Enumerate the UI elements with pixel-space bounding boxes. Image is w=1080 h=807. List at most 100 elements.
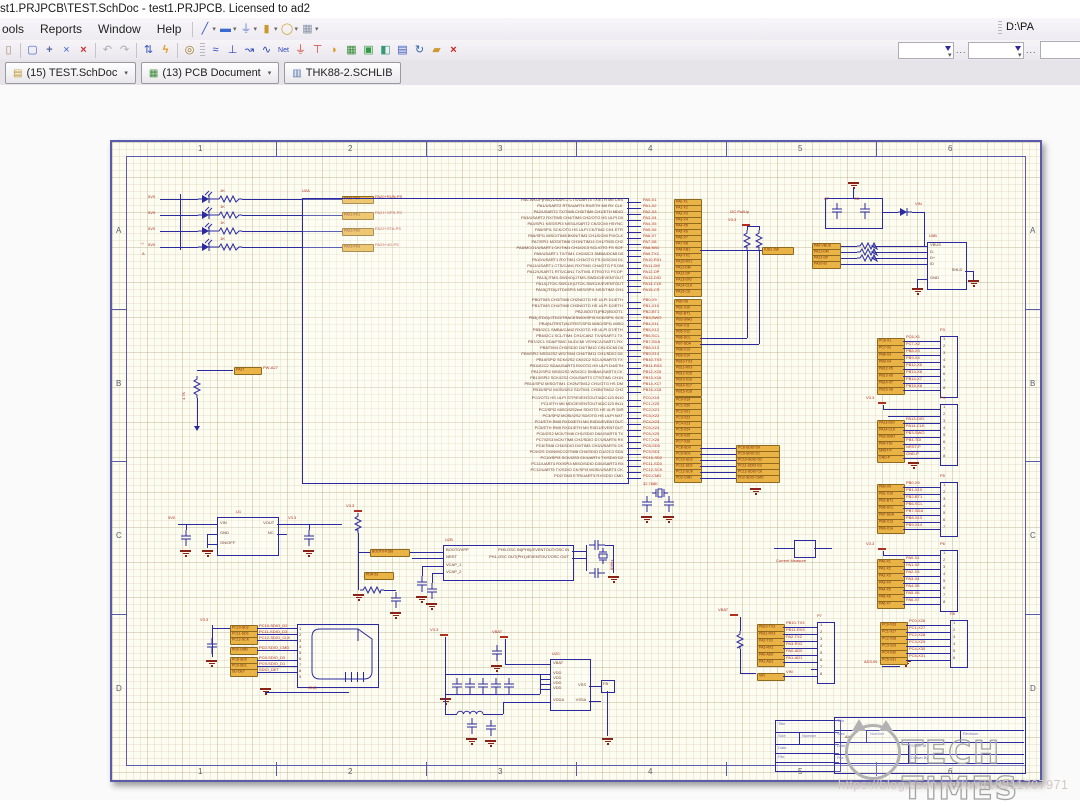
pin-name-text: NRST <box>446 554 457 559</box>
clear-filter-icon[interactable]: × <box>80 43 87 56</box>
path-field[interactable]: D:\PA <box>1006 21 1034 33</box>
capacitor-symbol <box>642 496 652 512</box>
gnd-port-icon[interactable]: ⏚ <box>295 43 306 56</box>
sch-wire <box>883 409 940 410</box>
chevron-down-icon[interactable]: ▾ <box>315 26 319 33</box>
sch-wire <box>934 416 940 417</box>
net-name-text: SDIO_DET <box>259 667 280 672</box>
ellipse-tool-icon[interactable]: ◯ <box>280 22 294 35</box>
sch-wire <box>883 555 940 556</box>
net-port-label: PD2-SDIO CMD <box>736 475 780 483</box>
zone-col-label: 5 <box>798 767 803 776</box>
chevron-down-icon[interactable]: ▾ <box>273 26 278 33</box>
deselect-icon[interactable]: × <box>63 43 70 56</box>
sch-wire <box>841 258 857 259</box>
value-text: 1K <box>220 188 225 193</box>
gnd-symbol <box>754 493 757 495</box>
redo-icon[interactable]: ↷ <box>119 43 130 56</box>
sch-wire <box>257 634 297 635</box>
net-name-text: PB3-SWO <box>643 315 662 320</box>
menu-reports[interactable]: Reports <box>40 22 83 36</box>
sch-wire <box>540 684 550 685</box>
grid-combo[interactable]: ▾ <box>968 42 1024 59</box>
resistor-symbol <box>735 631 745 649</box>
sch-wire <box>973 271 974 280</box>
sch-wire <box>917 279 927 280</box>
mcu-pin-function-text: PC8/TIM8 CH3/SDIO D0/TIM3 CH3/USART6 CK <box>535 443 623 448</box>
move-object-icon[interactable]: + <box>46 43 53 56</box>
variant-combo[interactable]: ▾ <box>898 42 954 59</box>
capacitor-symbol <box>504 678 514 694</box>
right-field[interactable] <box>1040 41 1080 59</box>
net-name-text: PC9-SD1 <box>643 449 660 454</box>
net-port-label: PA1-AD1 <box>757 659 785 667</box>
polyline-icon[interactable]: ∿ <box>261 43 272 56</box>
chevron-down-icon[interactable]: ▾ <box>212 26 216 33</box>
net-label-icon[interactable]: Net <box>278 46 289 54</box>
updown-hierarchy-icon[interactable]: ⇅ <box>143 43 154 56</box>
chevron-down-icon[interactable]: ▾ <box>124 70 128 77</box>
net-name-text: PD2-CMD <box>643 473 662 478</box>
sch-wire <box>903 583 934 584</box>
bus-entry-icon[interactable]: ⊥ <box>227 43 238 56</box>
undo-icon[interactable]: ↶ <box>102 43 113 56</box>
net-port-label: PB9-X14 <box>877 526 905 534</box>
pin-name-text: VSSA <box>575 697 586 702</box>
pin-number-text: 5 <box>943 510 946 515</box>
wiring-tool-icon[interactable]: ╱ <box>201 22 209 35</box>
select-area-icon[interactable]: ▢ <box>27 43 38 56</box>
mcu-pin-function-text: PA6/SPI1 MISO/TIM8 BKIN/TIM3 CH1/DCMI PI… <box>527 233 623 238</box>
net-name-text: V3.3 <box>866 395 875 400</box>
reuse-block-icon[interactable]: ↻ <box>414 43 425 56</box>
toolbar-grip <box>200 42 205 58</box>
paste-icon[interactable]: ▯ <box>5 43 12 56</box>
zone-col-label: 3 <box>498 144 503 153</box>
sch-wire <box>934 451 940 452</box>
harness-icon[interactable]: ↝ <box>244 43 255 56</box>
browse-button-2[interactable]: ... <box>1026 45 1037 55</box>
sch-wire <box>903 376 934 377</box>
close-icon[interactable]: × <box>450 43 457 56</box>
menu-ools[interactable]: ools <box>2 22 25 36</box>
vcc-port-icon[interactable]: ⊤ <box>312 43 323 56</box>
menu-window[interactable]: Window <box>98 22 141 36</box>
ic-part-icon[interactable]: ▦ <box>346 43 357 56</box>
tab--13-pcb-document[interactable]: ▦(13) PCB Document▾ <box>140 62 280 84</box>
device-sheet-icon[interactable]: ▤ <box>397 43 408 56</box>
power-port-icon[interactable]: ⏚ <box>240 22 252 35</box>
part-icon[interactable]: ◗ <box>331 43 338 56</box>
pin-number-text: 6 <box>299 656 302 661</box>
find-similar-icon[interactable]: ◎ <box>184 43 195 56</box>
chevron-down-icon[interactable]: ▾ <box>253 26 257 33</box>
sch-wire <box>965 271 973 272</box>
connector-body <box>817 622 835 684</box>
grid-icon[interactable]: ▦ <box>302 22 313 35</box>
sch-wire <box>412 558 443 559</box>
sch-wire <box>613 545 614 573</box>
annotate-icon[interactable]: ▰ <box>432 43 441 56</box>
chevron-down-icon[interactable]: ▾ <box>294 26 298 33</box>
tab--15-test-schdoc[interactable]: ▤(15) TEST.SchDoc▾ <box>5 62 136 84</box>
bus-tool-icon[interactable]: ▬ <box>219 22 231 35</box>
browse-button[interactable]: ... <box>956 45 967 55</box>
schlib-icon: ▥ <box>292 67 302 79</box>
probe-tool-icon[interactable]: ▮ <box>263 22 270 35</box>
sch-wire <box>903 487 934 488</box>
chevron-down-icon[interactable]: ▾ <box>267 70 272 77</box>
sch-wire <box>700 472 736 473</box>
sheet-symbol-icon[interactable]: ▣ <box>363 43 374 56</box>
sch-wire <box>775 732 839 733</box>
sch-wire <box>783 634 811 635</box>
highlight-brush-icon[interactable]: ϟ <box>162 43 169 56</box>
chevron-down-icon[interactable]: ▾ <box>232 26 237 33</box>
menu-help[interactable]: Help <box>156 22 182 36</box>
sch-wire <box>160 231 180 232</box>
net-name-text: AD3-IN <box>864 659 878 664</box>
tab-thk88-2-schlib[interactable]: ▥THK88-2.SCHLIB <box>284 62 401 84</box>
sheet-entry-icon[interactable]: ◧ <box>380 43 391 56</box>
wire-icon[interactable]: ≈ <box>212 43 219 56</box>
net-name-text: PA1-AD1 <box>786 655 803 660</box>
